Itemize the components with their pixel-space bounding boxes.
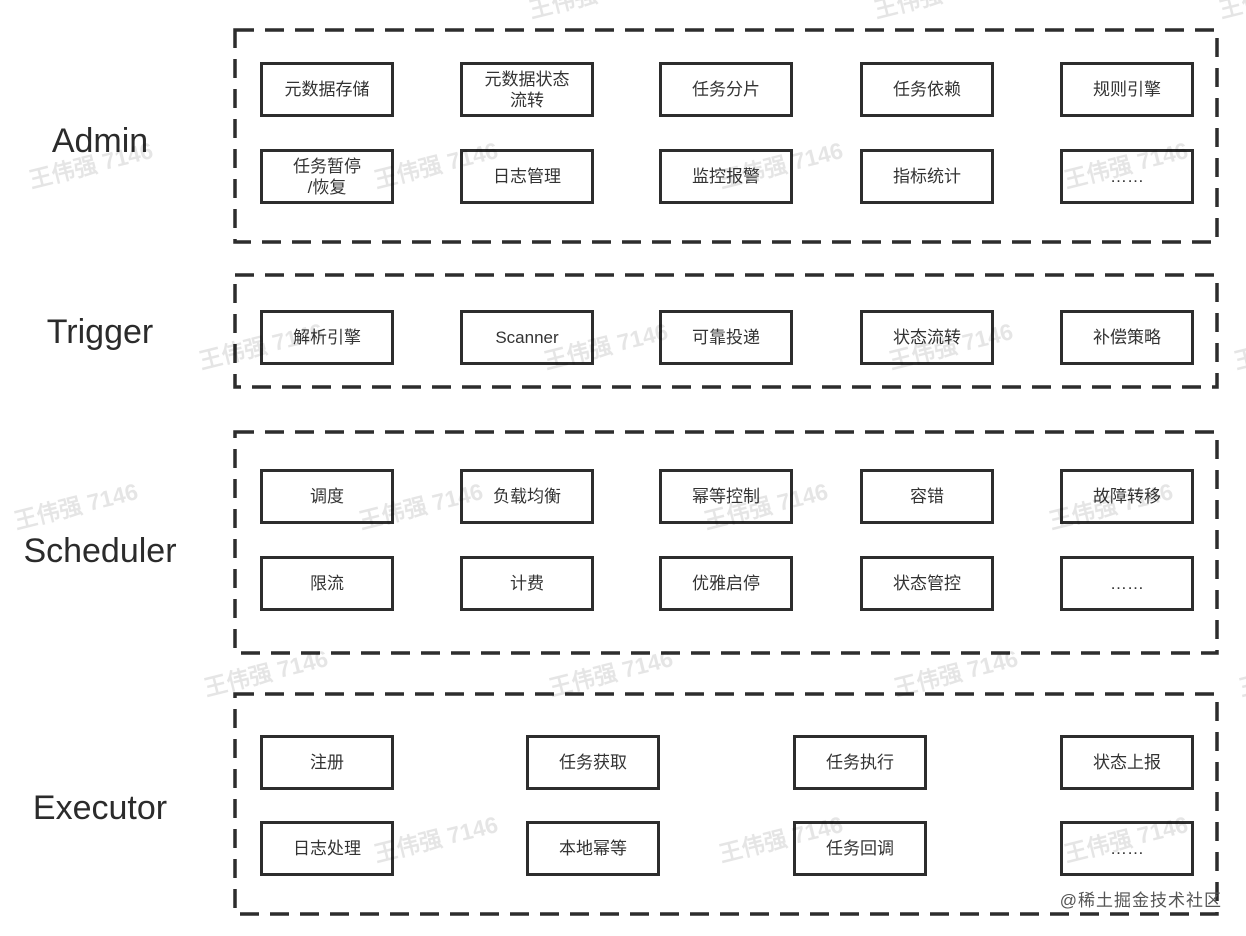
- box-graceful-start-stop: 优雅启停: [659, 556, 793, 611]
- box-task-fetch: 任务获取: [526, 735, 660, 790]
- box-parse-engine: 解析引擎: [260, 310, 394, 365]
- box-task-pause-resume: 任务暂停 /恢复: [260, 149, 394, 204]
- box-rate-limit: 限流: [260, 556, 394, 611]
- section-trigger: 解析引擎 Scanner 可靠投递 状态流转 补偿策略: [233, 273, 1219, 389]
- box-task-sharding: 任务分片: [659, 62, 793, 117]
- box-task-callback: 任务回调: [793, 821, 927, 876]
- box-log-processing: 日志处理: [260, 821, 394, 876]
- section-label-trigger: Trigger: [46, 313, 154, 351]
- box-scheduler-more: ……: [1060, 556, 1194, 611]
- section-label-executor: Executor: [32, 789, 168, 827]
- community-credit: @稀土掘金技术社区: [1059, 891, 1222, 910]
- box-metadata-storage: 元数据存储: [260, 62, 394, 117]
- watermark-text: 王伟强 7146: [1236, 645, 1246, 702]
- box-task-execute: 任务执行: [793, 735, 927, 790]
- box-rule-engine: 规则引擎: [1060, 62, 1194, 117]
- box-fault-tolerance: 容错: [860, 469, 994, 524]
- box-state-control: 状态管控: [860, 556, 994, 611]
- box-metric-stats: 指标统计: [860, 149, 994, 204]
- box-compensation-strategy: 补偿策略: [1060, 310, 1194, 365]
- box-metadata-state-flow: 元数据状态 流转: [460, 62, 594, 117]
- section-label-admin: Admin: [51, 122, 149, 160]
- box-dispatch: 调度: [260, 469, 394, 524]
- watermark-text: 王伟强 7146: [1215, 0, 1246, 25]
- dashed-border: [233, 28, 1219, 244]
- dashed-border: [233, 430, 1219, 655]
- box-task-dependency: 任务依赖: [860, 62, 994, 117]
- box-register: 注册: [260, 735, 394, 790]
- section-label-scheduler: Scheduler: [23, 532, 177, 570]
- box-executor-more: ……: [1060, 821, 1194, 876]
- dashed-border: [233, 273, 1219, 389]
- box-state-flow: 状态流转: [860, 310, 994, 365]
- box-local-idempotent: 本地幂等: [526, 821, 660, 876]
- section-executor: 注册 任务获取 任务执行 状态上报 日志处理 本地幂等 任务回调 ……: [233, 692, 1219, 916]
- box-billing: 计费: [460, 556, 594, 611]
- watermark-text: 王伟强 7146: [525, 0, 656, 25]
- watermark-text: 王伟强 7146: [870, 0, 1001, 25]
- box-monitor-alert: 监控报警: [659, 149, 793, 204]
- section-admin: 元数据存储 元数据状态 流转 任务分片 任务依赖 规则引擎 任务暂停 /恢复 日…: [233, 28, 1219, 244]
- dashed-border: [233, 692, 1219, 916]
- box-reliable-delivery: 可靠投递: [659, 310, 793, 365]
- box-log-management: 日志管理: [460, 149, 594, 204]
- section-scheduler: 调度 负载均衡 幂等控制 容错 故障转移 限流 计费 优雅启停 状态管控 ……: [233, 430, 1219, 655]
- watermark-text: 王伟强 7146: [1231, 318, 1246, 375]
- watermark-text: 王伟强 7146: [11, 478, 141, 535]
- box-scanner: Scanner: [460, 310, 594, 365]
- box-status-report: 状态上报: [1060, 735, 1194, 790]
- box-failover: 故障转移: [1060, 469, 1194, 524]
- box-load-balance: 负载均衡: [460, 469, 594, 524]
- box-idempotent-control: 幂等控制: [659, 469, 793, 524]
- box-admin-more: ……: [1060, 149, 1194, 204]
